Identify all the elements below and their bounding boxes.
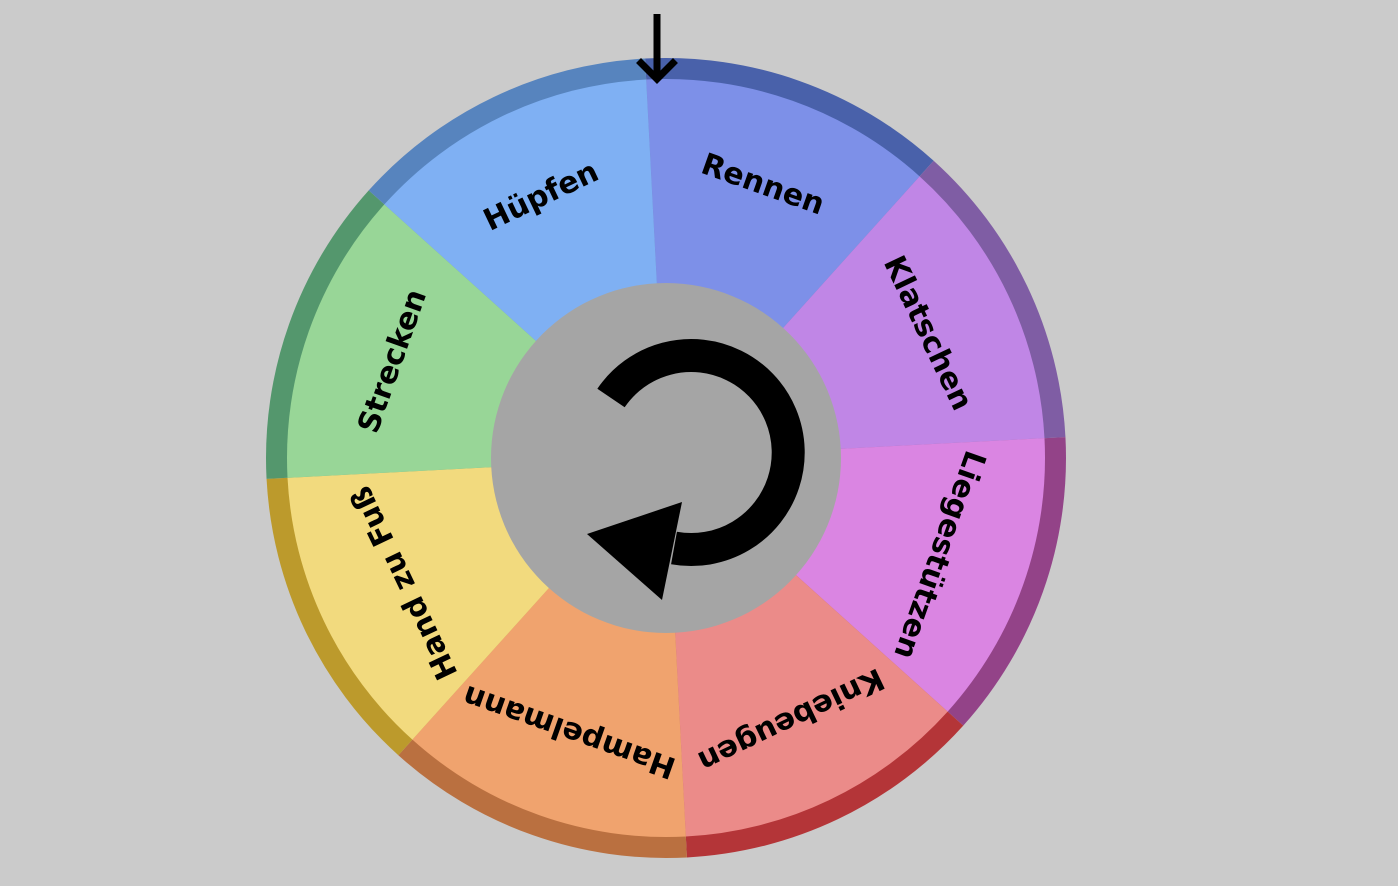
spin-button[interactable] [491, 283, 841, 633]
spin-arrow-icon [587, 339, 805, 600]
arrow-down-icon [636, 14, 678, 84]
